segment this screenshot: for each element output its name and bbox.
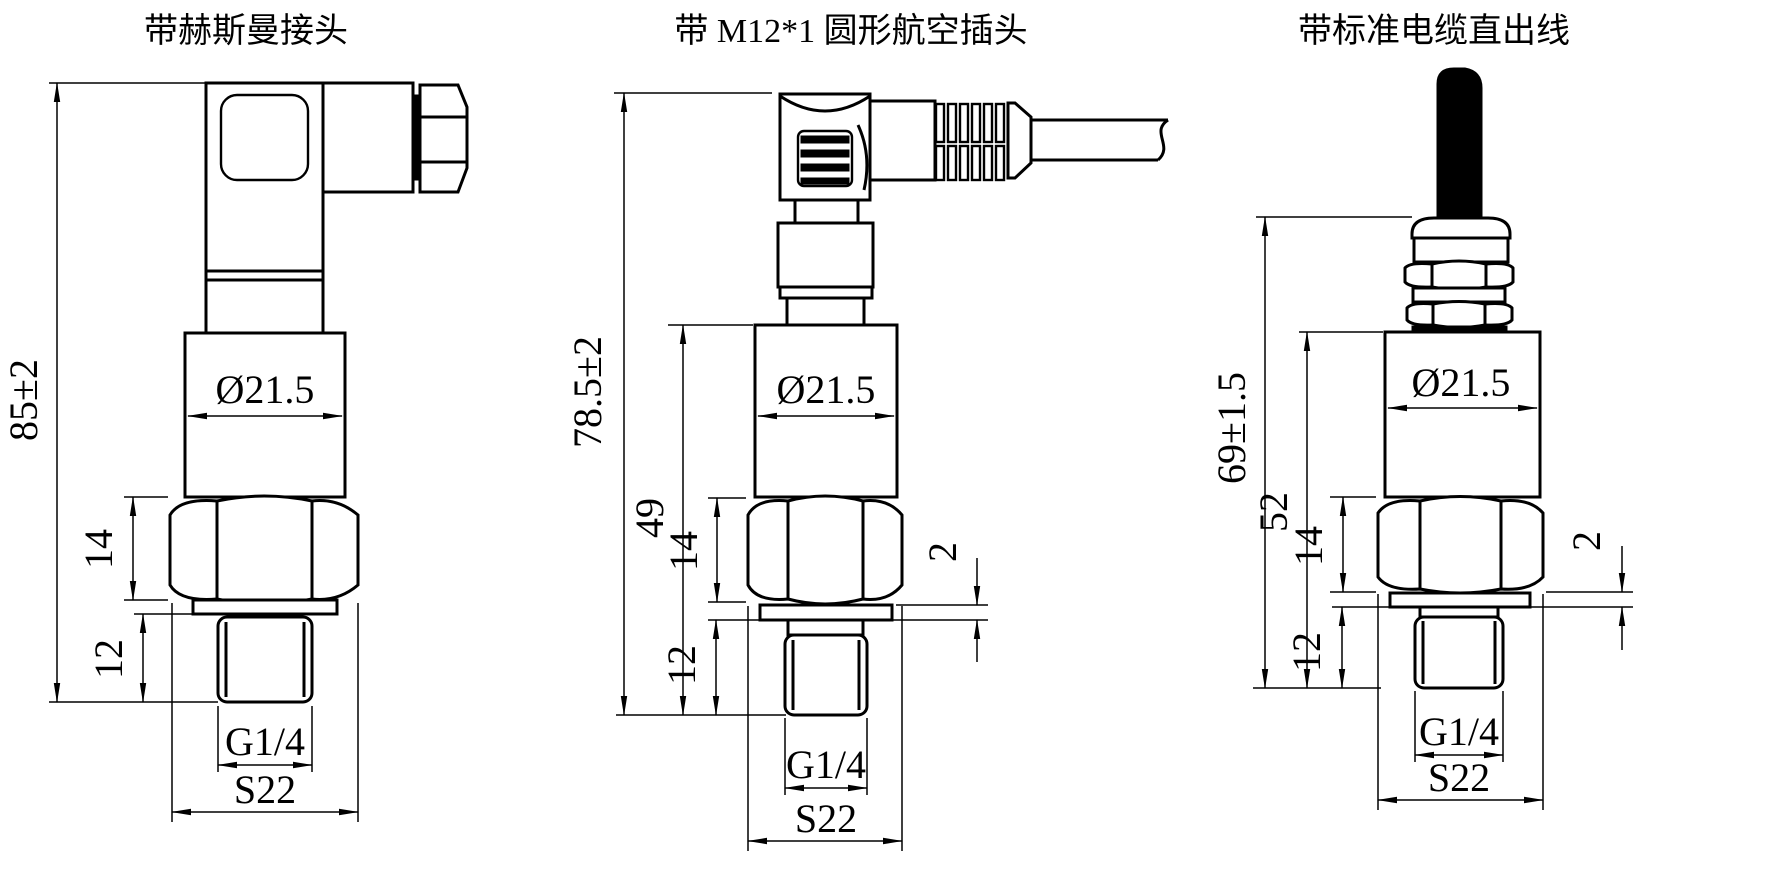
connector-neck	[793, 198, 860, 225]
dim-body-diameter: Ø21.5	[216, 367, 315, 412]
dim-thread-length: 12	[659, 645, 704, 685]
figure-cable-outlet: 带标准电缆直出线	[1209, 12, 1633, 810]
knurled-coupling-nut	[776, 221, 875, 289]
figure-title: 带标准电缆直出线	[1298, 12, 1570, 50]
cable	[1436, 67, 1483, 219]
strain-relief-ribs	[934, 102, 1006, 182]
stud-neck	[786, 618, 865, 637]
sealing-washer	[758, 603, 894, 622]
dim-thread-spec: G1/4	[786, 742, 866, 787]
dim-hex-height: 14	[661, 531, 706, 571]
dim-thread-spec: G1/4	[225, 719, 305, 764]
figure-title: 带赫斯曼接头	[144, 12, 348, 50]
dim-thread-length: 12	[86, 639, 131, 679]
dim-body-height: 49	[627, 498, 672, 538]
dim-body-height: 52	[1251, 492, 1296, 532]
dim-washer-thickness: 2	[1564, 531, 1609, 551]
gland-dome	[1410, 216, 1512, 240]
dim-wrench-size: S22	[234, 767, 296, 812]
connector-mesh-face	[219, 93, 310, 182]
stripe-panel	[796, 129, 854, 188]
dim-hex-height: 14	[1286, 526, 1331, 566]
figure-title: 带 M12*1 圆形航空插头	[674, 12, 1027, 50]
hex-nut	[168, 494, 360, 606]
figure-hirschmann: 带赫斯曼接头	[1, 12, 469, 822]
dim-body-diameter: Ø21.5	[777, 367, 876, 412]
figure-m12-plug: 带 M12*1 圆形航空插头	[565, 12, 1169, 851]
dim-thread-spec: G1/4	[1419, 709, 1499, 754]
hex-nut	[746, 494, 904, 606]
sealing-washer	[1388, 591, 1532, 609]
dimensions: 69±1.5 52 Ø21.5 14 12 2	[1209, 216, 1633, 810]
m12-elbow-connector	[776, 92, 1169, 327]
dim-thread-length: 12	[1284, 632, 1329, 672]
gland-hex-nut-lower	[1405, 300, 1514, 329]
boot-flange	[1006, 101, 1033, 180]
sensor-body	[183, 331, 347, 499]
dim-hex-height: 14	[76, 529, 121, 569]
connector-side-block	[321, 81, 415, 194]
sensor-body	[753, 323, 899, 499]
thread-stud	[1413, 615, 1505, 690]
connector-boot	[868, 99, 937, 182]
cable-gland-nut	[418, 83, 469, 194]
cable	[1031, 118, 1169, 162]
elbow-curve	[856, 124, 869, 191]
hirschmann-connector	[204, 81, 469, 335]
dimensions: 78.5±2 49 Ø21.5 14 12 2	[565, 92, 988, 851]
dim-body-diameter: Ø21.5	[1412, 360, 1511, 405]
dim-overall-height: 69±1.5	[1209, 372, 1254, 484]
sealing-washer	[191, 598, 339, 616]
hex-nut	[1376, 495, 1545, 595]
gland-hex-nut-upper	[1403, 259, 1515, 291]
dimensions: 85±2 Ø21.5 14 12 G1/4 S22	[1, 82, 359, 822]
dim-washer-thickness: 2	[920, 542, 965, 562]
thread-stud	[216, 615, 314, 704]
thread-stud	[783, 633, 869, 717]
dim-wrench-size: S22	[795, 796, 857, 841]
sensor-body	[1383, 330, 1542, 499]
dim-overall-height: 85±2	[1, 359, 46, 441]
cable-break-symbol	[1156, 118, 1169, 162]
cable-gland-assembly	[1403, 67, 1515, 334]
dim-wrench-size: S22	[1428, 755, 1490, 800]
dim-overall-height: 78.5±2	[565, 336, 610, 448]
